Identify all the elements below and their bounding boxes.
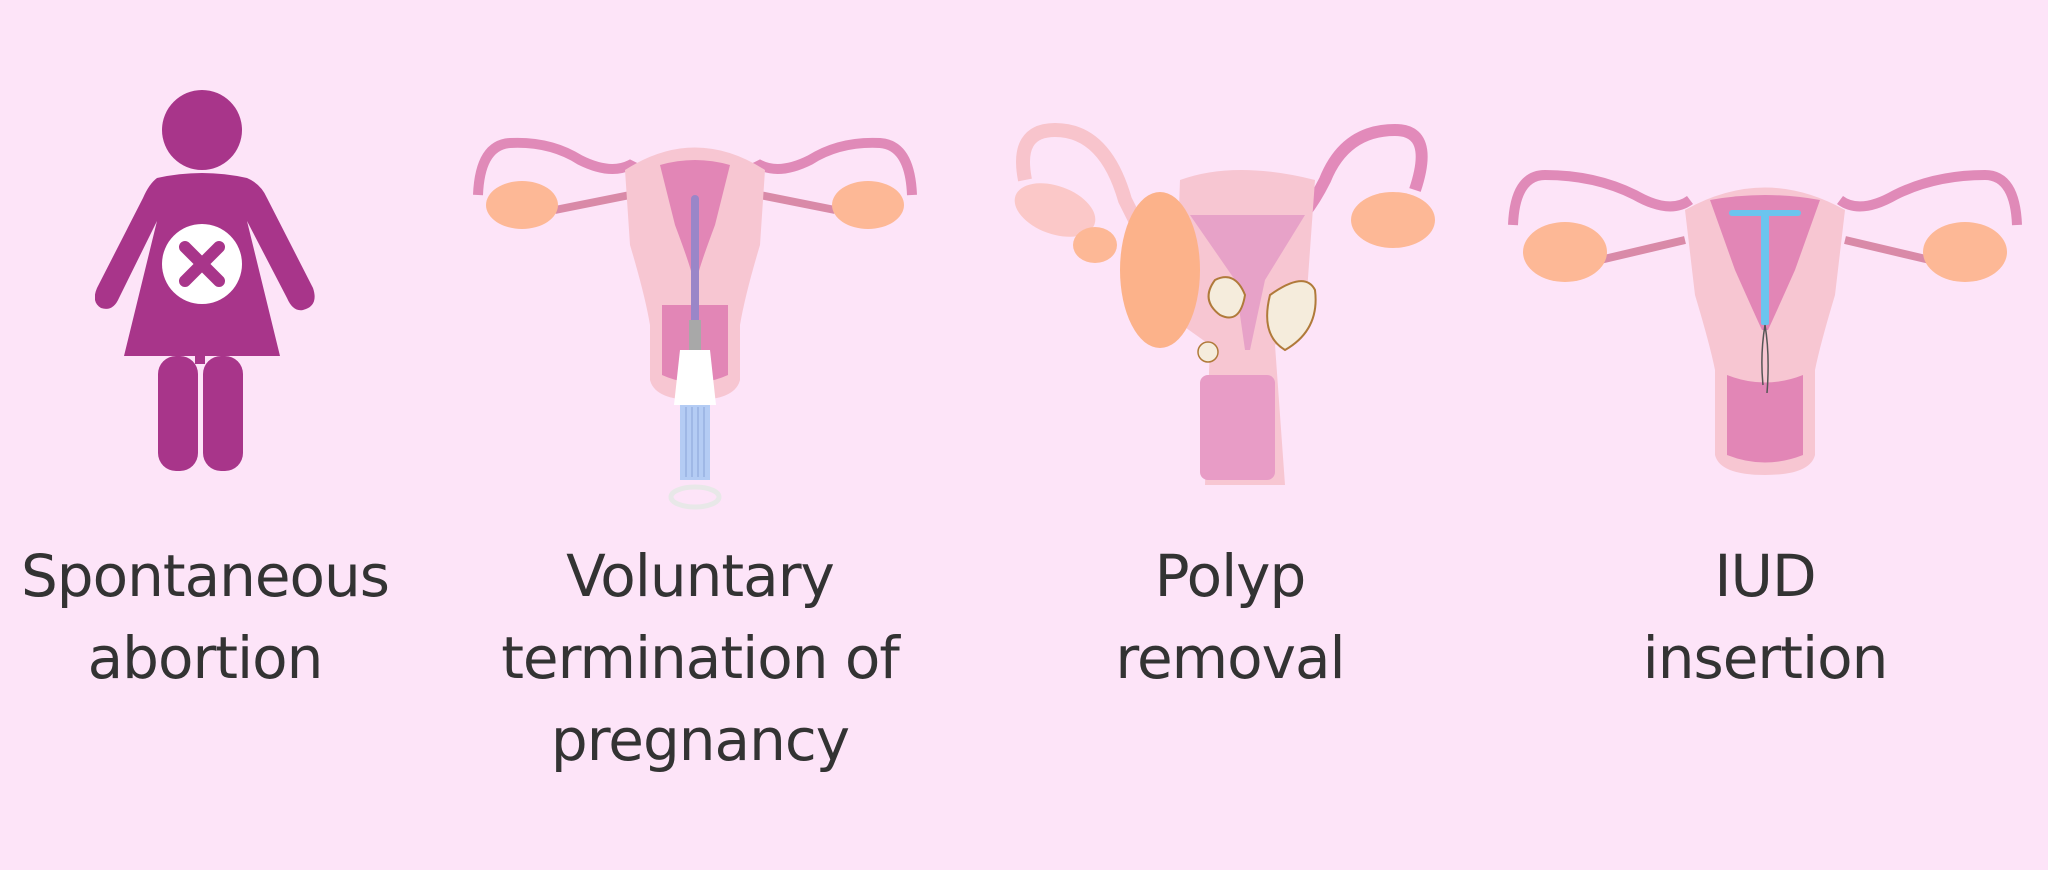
label-polyp-removal: Polyp removal	[995, 535, 1465, 699]
label-line: Spontaneous	[20, 542, 390, 610]
panel-spontaneous-abortion: Spontaneous abortion	[0, 0, 410, 870]
label-line: termination of	[501, 624, 900, 692]
label-iud-insertion: IUD insertion	[1500, 535, 2030, 699]
panel-voluntary-termination: Voluntary termination of pregnancy	[470, 0, 930, 870]
label-line: insertion	[1642, 624, 1889, 692]
label-line: abortion	[87, 624, 324, 692]
panel-iud-insertion: IUD insertion	[1500, 0, 2030, 870]
label-line: Voluntary	[566, 542, 835, 610]
uterus-with-iud-icon	[1508, 169, 2022, 475]
label-voluntary-termination: Voluntary termination of pregnancy	[470, 535, 930, 781]
uterus-with-aspirator-icon	[473, 137, 917, 510]
label-line: removal	[1115, 624, 1345, 692]
label-line: Polyp	[1154, 542, 1307, 610]
woman-with-x-icon	[95, 90, 315, 471]
panel-polyp-removal: Polyp removal	[995, 0, 1465, 870]
label-line: pregnancy	[550, 706, 850, 774]
label-spontaneous-abortion: Spontaneous abortion	[0, 535, 410, 699]
label-line: IUD	[1714, 542, 1816, 610]
uterus-with-polyps-icon	[1014, 122, 1435, 485]
